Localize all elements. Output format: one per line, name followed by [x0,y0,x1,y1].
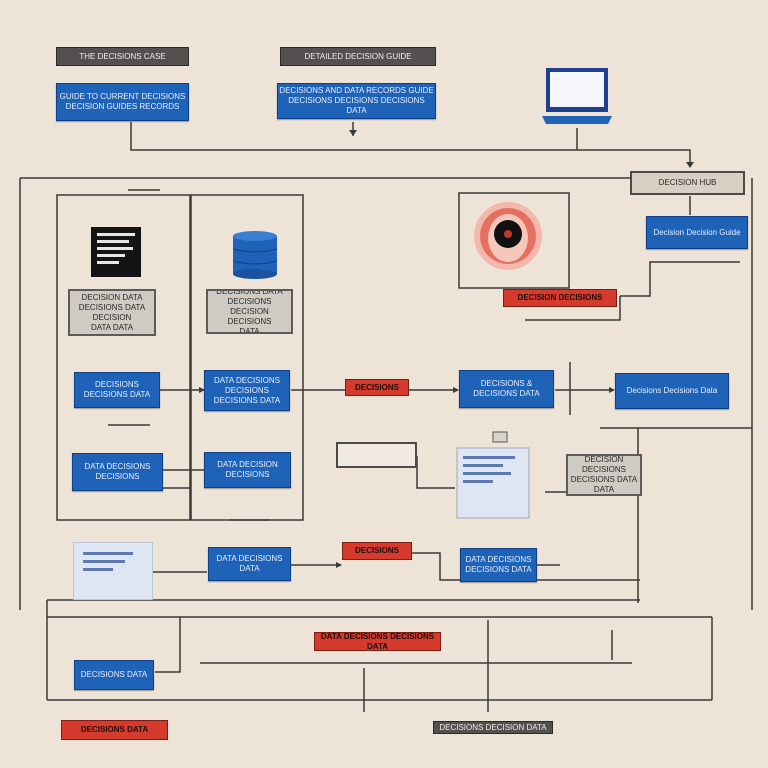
flow-red-1[interactable]: DECISIONS [345,379,409,396]
flow-mid-1[interactable]: DATA DECISIONS DECISIONS DECISIONS DATA [204,370,290,411]
flow-mid-2[interactable]: DATA DECISION DECISIONS [204,452,291,488]
laptop-icon [542,66,612,128]
bottom-right-box[interactable]: DATA DECISIONS DECISIONS DATA [460,548,537,582]
top-box-center[interactable]: DECISIONS AND DATA RECORDS GUIDE DECISIO… [277,83,436,119]
footer-dark-box: DECISIONS DECISION DATA [433,721,553,734]
document-caption: DECISION DATA DECISIONS DATA DECISION DA… [68,289,156,336]
hub-label[interactable]: DECISION DECISIONS [503,289,617,307]
face-icon [470,196,550,278]
footer-red-center[interactable]: DATA DECISIONS DECISIONS DATA [314,632,441,651]
flow-far-right[interactable]: Decisions Decisions Data [615,373,729,409]
right-box[interactable]: Decision Decision Guide [646,216,748,249]
side-caption: DECISIONS DECISION DECISIONS DECISIONS D… [566,454,642,496]
top-box-left[interactable]: GUIDE TO CURRENT DECISIONS DECISION GUID… [56,83,189,121]
bottom-mid-box[interactable]: DATA DECISIONS DATA [208,547,291,581]
flow-right-1[interactable]: DECISIONS & DECISIONS DATA [459,370,554,408]
empty-box [336,442,417,468]
database-icon [232,230,278,279]
bottom-red-box[interactable]: DECISIONS [342,542,412,560]
document-icon [91,227,141,277]
flow-left-1[interactable]: DECISIONS DECISIONS DATA [74,372,160,408]
footer-red-left[interactable]: DECISIONS DATA [61,720,168,740]
document-stack-icon [455,430,531,520]
right-header: DECISION HUB [630,171,745,195]
top-header-center: DETAILED DECISION GUIDE [280,47,436,66]
form-icon [72,541,154,601]
database-caption: DECISIONS DATA DECISIONS DECISION DECISI… [206,289,293,334]
flow-left-2[interactable]: DATA DECISIONS DECISIONS [72,453,163,491]
footer-blue-box[interactable]: DECISIONS DATA [74,660,154,690]
top-header-left: THE DECISIONS CASE [56,47,189,66]
